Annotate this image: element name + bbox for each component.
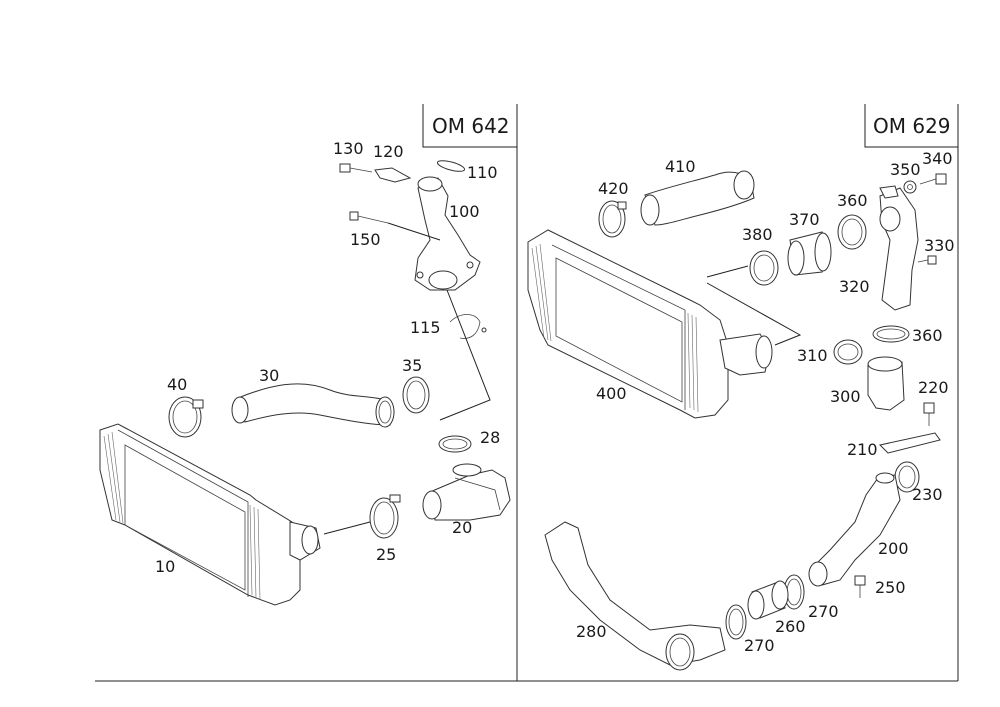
callout-410: 410 xyxy=(665,157,696,176)
charge-hose-30 xyxy=(231,383,395,428)
intercooler-right xyxy=(527,229,773,419)
callout-300: 300 xyxy=(830,387,861,406)
seal-270-left xyxy=(725,604,747,640)
leader-100-28 xyxy=(439,289,491,421)
callout-320: 320 xyxy=(839,277,870,296)
callout-310: 310 xyxy=(797,346,828,365)
callout-200: 200 xyxy=(878,539,909,558)
callout-360-lower: 360 xyxy=(912,326,943,345)
callout-10: 10 xyxy=(155,557,175,576)
bolt-340 xyxy=(919,173,947,185)
callout-250: 250 xyxy=(875,578,906,597)
seal-ring-35 xyxy=(402,376,430,414)
callout-115: 115 xyxy=(410,318,441,337)
callout-120: 120 xyxy=(373,142,404,161)
callout-220: 220 xyxy=(918,378,949,397)
leader-380 xyxy=(706,265,749,278)
callout-340: 340 xyxy=(922,149,953,168)
callout-labels-left: 10 20 25 28 30 35 40 100 110 115 120 130… xyxy=(155,139,500,576)
callout-28: 28 xyxy=(480,428,500,447)
callout-280: 280 xyxy=(576,622,607,641)
callout-210: 210 xyxy=(847,440,878,459)
callout-270-left: 270 xyxy=(744,636,775,655)
bracket-120 xyxy=(374,167,412,183)
sleeve-260 xyxy=(747,580,789,620)
callout-270-right: 270 xyxy=(808,602,839,621)
callout-380: 380 xyxy=(742,225,773,244)
callout-230: 230 xyxy=(912,485,943,504)
callout-330: 330 xyxy=(924,236,955,255)
callout-40: 40 xyxy=(167,375,187,394)
clamp-380 xyxy=(749,250,779,286)
engine-code-box-right: OM 629 xyxy=(864,104,958,148)
pipe-200 xyxy=(808,472,901,587)
bolt-250 xyxy=(854,575,866,598)
clamp-360-upper xyxy=(837,214,867,250)
screw-330 xyxy=(917,255,937,265)
leader-400-310 xyxy=(706,282,802,346)
engine-code-right: OM 629 xyxy=(873,114,951,138)
bolt-150 xyxy=(349,211,389,224)
charge-hose-410 xyxy=(640,170,755,226)
callout-25: 25 xyxy=(376,545,396,564)
callout-260: 260 xyxy=(775,617,806,636)
callout-labels-right: 200 210 220 230 250 260 270 270 280 300 … xyxy=(576,149,955,655)
callout-100: 100 xyxy=(449,202,480,221)
bracket-210 xyxy=(878,432,941,454)
gasket-110 xyxy=(436,160,466,172)
callout-360-upper: 360 xyxy=(837,191,868,210)
seal-28 xyxy=(438,435,472,453)
callout-20: 20 xyxy=(452,518,472,537)
callout-400: 400 xyxy=(596,384,627,403)
clamp-40 xyxy=(168,396,204,438)
callout-30: 30 xyxy=(259,366,279,385)
elbow-connector-20 xyxy=(422,463,511,521)
callout-420: 420 xyxy=(598,179,629,198)
pipe-320 xyxy=(879,185,919,311)
throttle-housing-100 xyxy=(414,176,481,291)
engine-code-left: OM 642 xyxy=(432,114,510,138)
diagram-frame xyxy=(95,104,959,682)
intercooler-left xyxy=(99,423,321,606)
callout-350: 350 xyxy=(890,160,921,179)
sleeve-300 xyxy=(867,356,905,411)
clamp-25 xyxy=(369,494,401,539)
bolt-220 xyxy=(923,402,935,426)
callout-150: 150 xyxy=(350,230,381,249)
callout-130: 130 xyxy=(333,139,364,158)
sleeve-370 xyxy=(787,231,832,276)
leader-25 xyxy=(323,521,371,535)
washer-350 xyxy=(903,180,917,194)
callout-110: 110 xyxy=(467,163,498,182)
leader-150 xyxy=(387,222,441,241)
callout-370: 370 xyxy=(789,210,820,229)
seal-ring-230 xyxy=(894,461,920,493)
clip-115 xyxy=(449,314,487,339)
bolt-130 xyxy=(339,163,373,173)
pipe-280 xyxy=(544,521,726,671)
clamp-420 xyxy=(598,200,627,238)
clamp-310 xyxy=(833,339,863,365)
callout-35: 35 xyxy=(402,356,422,375)
engine-code-box-left: OM 642 xyxy=(422,104,517,148)
clamp-360-lower xyxy=(872,325,910,343)
